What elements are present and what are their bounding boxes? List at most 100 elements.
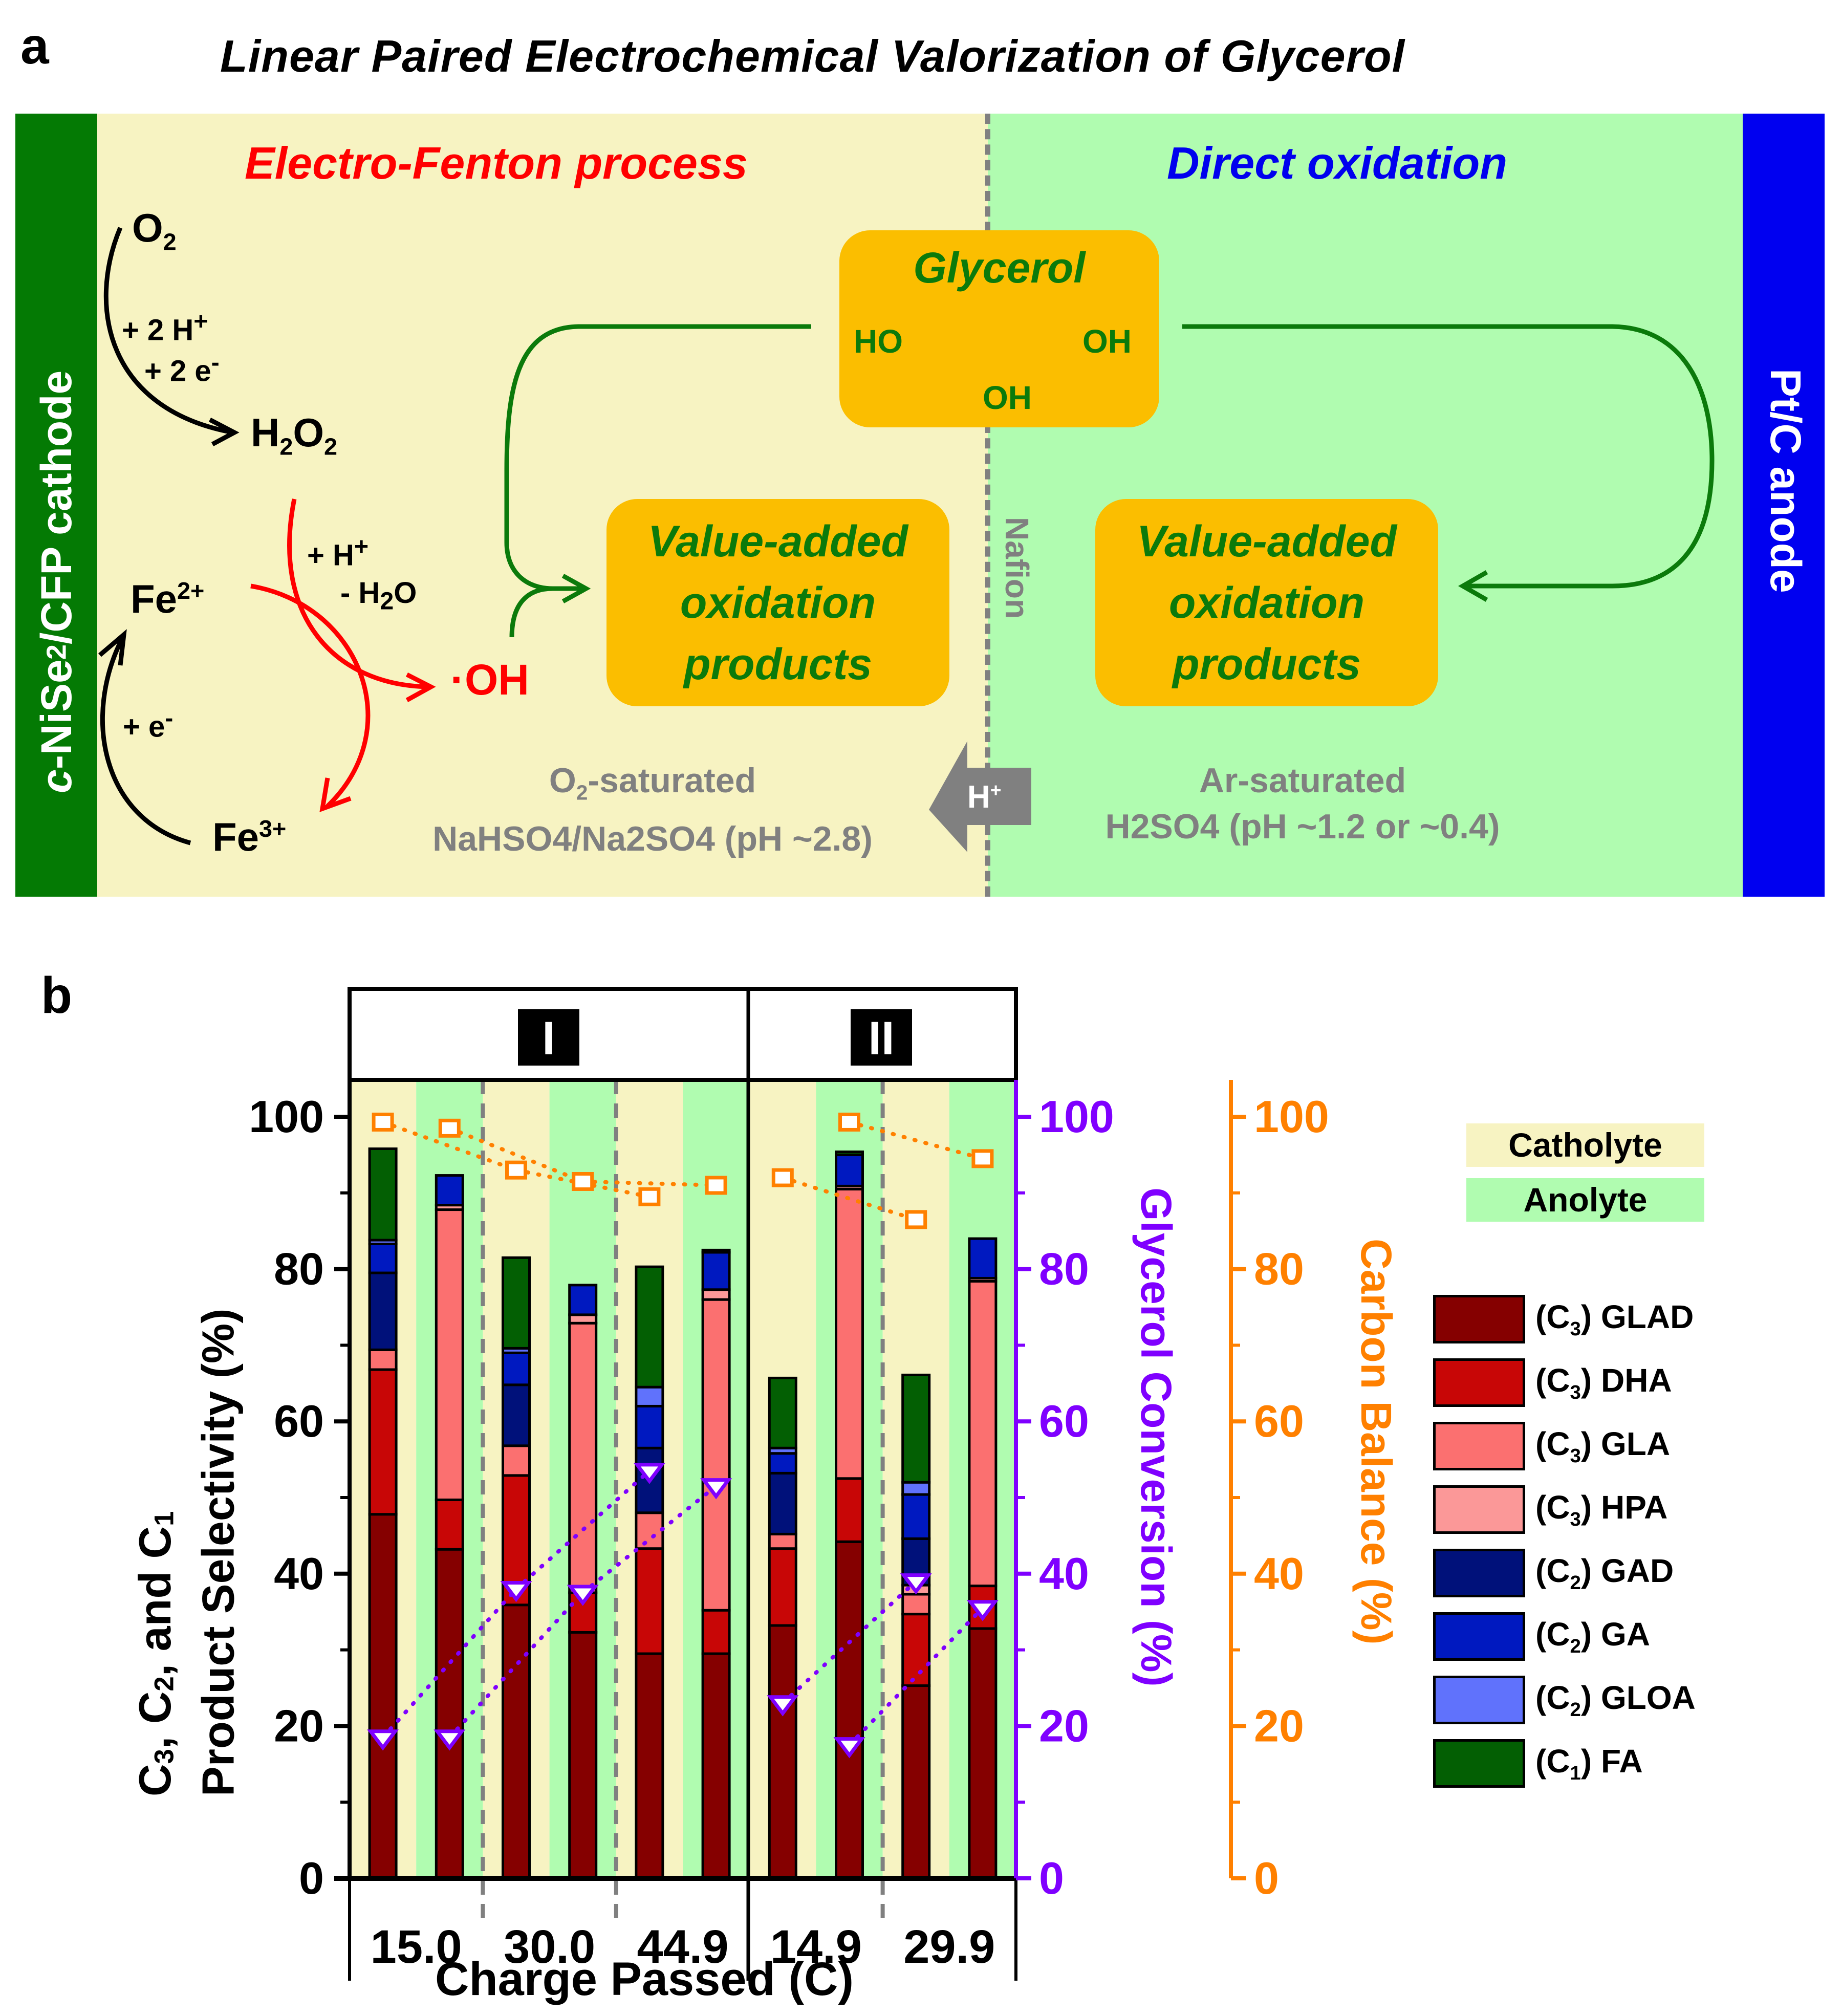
left-products-line2: oxidation <box>680 578 876 627</box>
y-tick-label: 40 <box>274 1548 324 1599</box>
bar-segment-gla <box>901 1593 931 1616</box>
bar-segment-dha <box>901 1613 931 1687</box>
legend-swatch <box>1433 1676 1525 1724</box>
catholyte-conditions-line2: NaHSO4/Na2SO4 (pH ~2.8) <box>432 819 873 858</box>
group-label-I: I <box>542 1012 555 1065</box>
y-tick-label: 20 <box>274 1700 324 1751</box>
legend-item: (C2) GLOA <box>1433 1676 1696 1724</box>
legend-label: (C3) GLAD <box>1535 1298 1694 1340</box>
conversion-line <box>381 1587 518 1740</box>
bar-segment-gla <box>435 1208 464 1501</box>
legend-swatch <box>1433 1485 1525 1534</box>
y-tick-label: 100 <box>249 1091 324 1142</box>
bar-segment-dha <box>368 1368 398 1516</box>
cathode-electrode <box>15 114 97 897</box>
carbon-balance-marker <box>572 1172 594 1191</box>
y2-tick-label: 20 <box>1039 1700 1089 1751</box>
bar-segment-ga <box>768 1452 797 1475</box>
carbon-balance-line <box>580 1179 719 1187</box>
anode-label: Pt/C anode <box>1762 368 1810 593</box>
arrowhead-right-products <box>1458 570 1488 602</box>
bar-segment-glad <box>768 1624 797 1880</box>
legend-item: (C3) GLA <box>1433 1422 1670 1470</box>
anolyte-conditions: Ar-saturated H2SO4 (pH ~1.2 or ~0.4) <box>1059 757 1546 850</box>
glycerol-oh-right: OH <box>1082 323 1132 360</box>
right-products-line1: Value-added <box>1136 516 1397 566</box>
bar-segment-gloa <box>635 1385 664 1407</box>
group-label-bg <box>851 1009 912 1066</box>
legend-swatch <box>1433 1422 1525 1470</box>
x-tick-label: 44.9 <box>637 1921 728 1973</box>
y3-tick-label: 100 <box>1254 1091 1329 1142</box>
panel-a-title: Linear Paired Electrochemical Valorizati… <box>220 31 1405 81</box>
conversion-marker <box>900 1573 932 1595</box>
bar-segment-fa <box>835 1150 864 1156</box>
bar-segment-dha <box>835 1477 864 1543</box>
arrow-fe2-to-fe3 <box>250 583 371 808</box>
carbon-balance-marker <box>905 1210 927 1229</box>
y3-tick-label: 20 <box>1254 1700 1304 1751</box>
legend-item: (C1) FA <box>1433 1739 1643 1788</box>
legend-label: (C3) HPA <box>1535 1489 1668 1530</box>
y2-tick-label: 60 <box>1039 1396 1089 1446</box>
arrowhead-h2o2 <box>208 418 240 446</box>
y-axis-label-line2: Product Selectivity (%) <box>192 1308 244 1796</box>
legend-label: (C2) GA <box>1535 1616 1650 1657</box>
y2-axis-label: Glycerol Conversion (%) <box>1132 1187 1180 1687</box>
reagent-2e: + 2 e- <box>144 349 220 388</box>
arrow-glycerol-to-left-products <box>504 324 811 591</box>
bar-segment-hpa <box>701 1288 731 1301</box>
conversion-marker <box>833 1737 865 1759</box>
bar-segment-dha <box>768 1547 797 1627</box>
bar-segment-glad <box>835 1540 864 1880</box>
reagent-2h: + 2 H+ <box>122 308 208 347</box>
legend-item: (C3) DHA <box>1433 1358 1672 1407</box>
bar-segment-ga <box>968 1237 998 1280</box>
catholyte-conditions: O2-saturated NaHSO4/Na2SO4 (pH ~2.8) <box>397 757 908 862</box>
y3-axis-label: Carbon Balance (%) <box>1352 1239 1400 1645</box>
legend-label: (C3) DHA <box>1535 1362 1672 1403</box>
bar-segment-glad <box>901 1684 931 1880</box>
y3-tick-label: 40 <box>1254 1548 1304 1599</box>
arrow-o2-to-h2o2 <box>103 227 233 435</box>
bar-segment-fa <box>502 1256 531 1350</box>
legend-swatch <box>1433 1612 1525 1661</box>
carbon-balance-marker <box>971 1149 994 1168</box>
right-products-line2: oxidation <box>1168 578 1365 627</box>
carbon-balance-marker <box>771 1168 794 1187</box>
bar-segment-fa <box>635 1265 664 1389</box>
left-products-box: Value-added oxidation products <box>606 499 949 706</box>
arrow-glycerol-to-right-products <box>1182 324 1715 589</box>
species-fe2: Fe2+ <box>131 576 205 621</box>
panel-b-label: b <box>41 967 73 1024</box>
arrowhead-fe3 <box>319 777 352 812</box>
y3-tick-label: 60 <box>1254 1396 1304 1446</box>
bar-segment-gla <box>635 1511 664 1550</box>
group-label-II: II <box>868 1012 894 1065</box>
bar-segment-gla <box>835 1187 864 1480</box>
bar-segment-ga <box>502 1351 531 1386</box>
bar-segment-gla <box>368 1348 398 1371</box>
bar-segment-glad <box>701 1652 731 1880</box>
species-oh-radical: ·OH <box>450 656 529 704</box>
arrow-h2o2-to-oh <box>287 498 430 689</box>
legend-item: (C3) HPA <box>1433 1485 1667 1534</box>
arrowhead-oh <box>405 672 436 702</box>
carbon-balance-marker <box>505 1160 527 1180</box>
carbon-balance-line <box>781 1176 918 1222</box>
bar-segment-ga <box>701 1251 731 1291</box>
legend-label: (C2) GAD <box>1535 1552 1674 1594</box>
conversion-line <box>847 1606 985 1747</box>
bar-segment-gloa <box>901 1481 931 1496</box>
legend-label: (C2) GLOA <box>1535 1679 1696 1721</box>
bar-segment-ga <box>435 1174 464 1207</box>
carbon-balance-line <box>381 1120 518 1173</box>
bar-segment-glad <box>435 1548 464 1880</box>
conversion-marker <box>434 1729 466 1751</box>
right-products-box: Value-added oxidation products <box>1095 499 1438 706</box>
y2-tick-label: 80 <box>1039 1244 1089 1294</box>
carbon-balance-marker <box>638 1187 661 1206</box>
group-label-bg <box>518 1009 579 1066</box>
carbon-balance-line <box>447 1126 585 1184</box>
legend-item: (C2) GA <box>1433 1612 1650 1661</box>
